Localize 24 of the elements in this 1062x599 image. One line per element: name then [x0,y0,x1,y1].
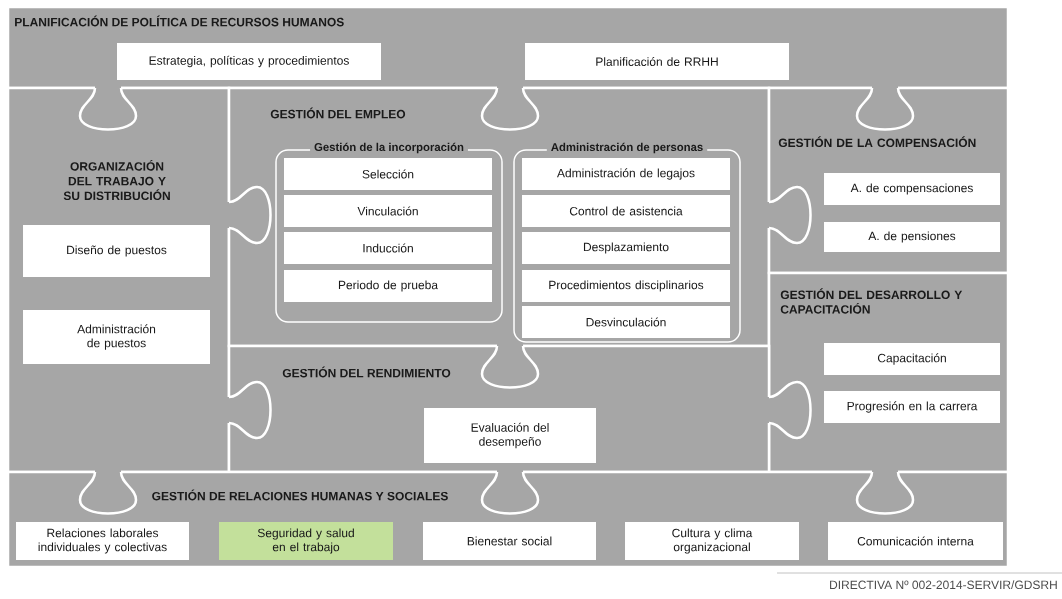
text-box: Seguridad y salud en el trabajo [219,522,393,560]
text-box: Evaluación del desempeño [424,408,596,463]
text-box: Vinculación [284,195,492,227]
text-box: Inducción [284,232,492,264]
text-box: Capacitación [824,343,1000,375]
text-box: Progresión en la carrera [824,391,1000,423]
text-box: Procedimientos disciplinarios [522,270,730,302]
text-box: A. de pensiones [824,222,1000,252]
text-box: Bienestar social [423,522,596,560]
text-box: Desvinculación [522,306,730,338]
text-box: A. de compensaciones [824,173,1000,205]
text-box: Control de asistencia [522,195,730,227]
source-note: DIRECTIVA Nº 002-2014-SERVIR/GDSRH [830,580,1057,590]
text-box: Relaciones laborales individuales y colectivas [16,522,189,560]
text-box: Selección [284,158,492,190]
text-box: Estrategia, políticas y procedimientos [117,43,381,80]
text-box: Administración de legajos [522,158,730,190]
text-box: Planificación de RRHH [525,43,789,80]
text-box: Desplazamiento [522,232,730,264]
text-box: Cultura y clima organizacional [625,522,799,560]
text-box: Periodo de prueba [284,270,492,302]
text-box: Diseño de puestos [23,225,210,277]
text-box: Administración de puestos [23,310,210,364]
text-box: Comunicación interna [828,522,1003,560]
